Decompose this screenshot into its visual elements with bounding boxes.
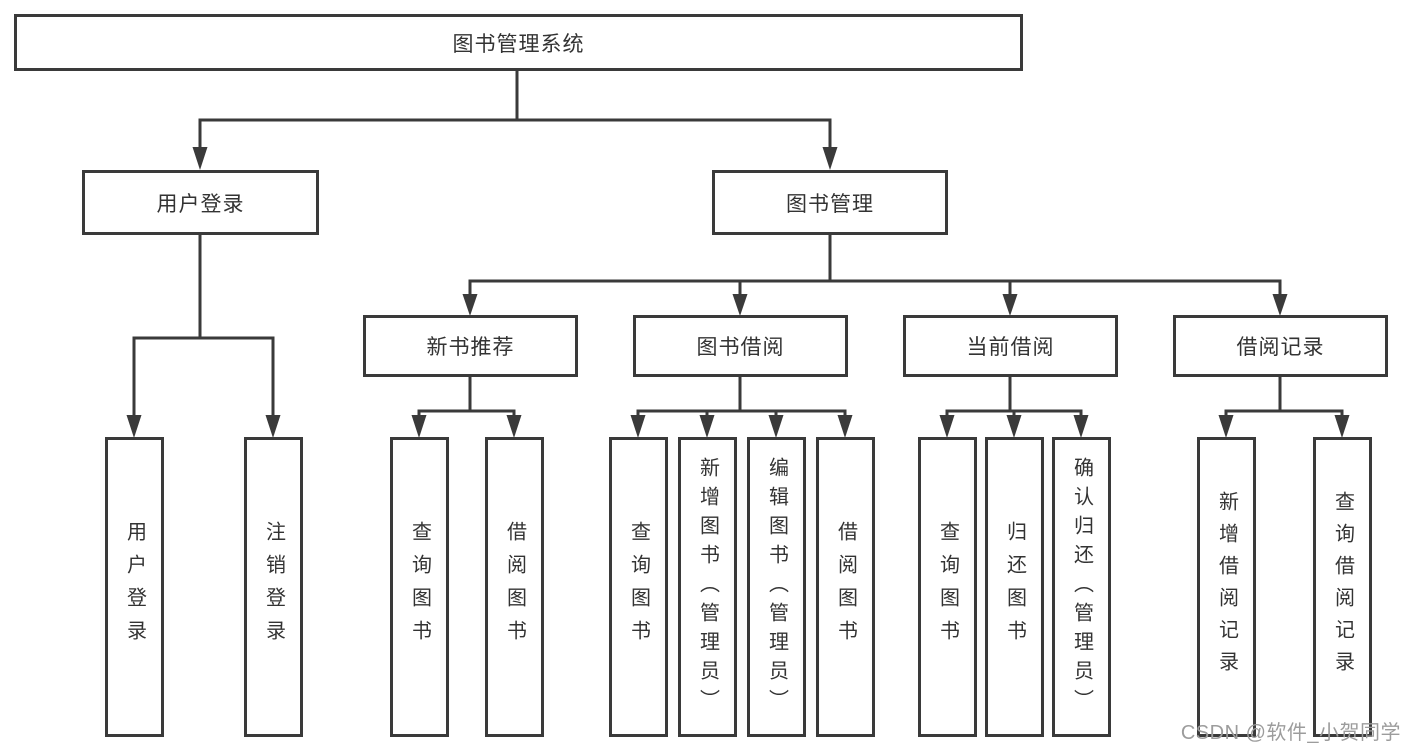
leaf-label: 查询图书 bbox=[408, 521, 431, 653]
arrow-head bbox=[1006, 415, 1022, 438]
arrow-head bbox=[192, 147, 208, 170]
node-label: 图书管理 bbox=[786, 192, 874, 216]
leaf-label: 归还图书 bbox=[1003, 521, 1026, 653]
node-book-management: 图书管理 bbox=[712, 170, 948, 235]
leaf-label: 新增图书（管理员） bbox=[696, 456, 719, 718]
arrowheads-group bbox=[126, 147, 1350, 438]
leaf-query-book: 查询图书 bbox=[390, 437, 449, 737]
node-library-management-system: 图书管理系统 bbox=[14, 14, 1023, 71]
leaf-label: 查询图书 bbox=[627, 521, 650, 653]
arrow-head bbox=[630, 415, 646, 438]
node-book-borrowing: 图书借阅 bbox=[633, 315, 848, 377]
arrow-head bbox=[411, 415, 427, 438]
node-user-login: 用户登录 bbox=[82, 170, 319, 235]
node-label: 图书管理系统 bbox=[452, 32, 585, 56]
leaf-label: 注销登录 bbox=[262, 521, 285, 653]
arrow-head bbox=[265, 415, 281, 438]
leaf-label: 借阅图书 bbox=[503, 521, 526, 653]
leaf-edit-book-admin: 编辑图书（管理员） bbox=[747, 437, 806, 737]
arrow-head bbox=[939, 415, 955, 438]
node-label: 用户登录 bbox=[156, 192, 245, 216]
node-current-borrowing: 当前借阅 bbox=[903, 315, 1118, 377]
node-label: 新书推荐 bbox=[426, 336, 515, 359]
leaf-label: 用户登录 bbox=[123, 521, 146, 653]
arrow-head bbox=[462, 294, 478, 316]
arrow-head bbox=[837, 415, 853, 438]
leaf-label: 确认归还（管理员） bbox=[1070, 456, 1093, 718]
node-borrow-records: 借阅记录 bbox=[1173, 315, 1388, 377]
node-label: 借阅记录 bbox=[1236, 336, 1325, 359]
leaf-confirm-return-admin: 确认归还（管理员） bbox=[1052, 437, 1111, 737]
leaf-return-book: 归还图书 bbox=[985, 437, 1044, 737]
leaf-borrow-book: 借阅图书 bbox=[485, 437, 544, 737]
leaf-user-login: 用户登录 bbox=[105, 437, 164, 737]
arrow-head bbox=[506, 415, 522, 438]
leaf-query-book: 查询图书 bbox=[609, 437, 668, 737]
leaf-query-book: 查询图书 bbox=[918, 437, 977, 737]
node-new-book-recommendation: 新书推荐 bbox=[363, 315, 578, 377]
arrow-head bbox=[1218, 415, 1234, 438]
arrow-head bbox=[732, 294, 748, 316]
node-label: 图书借阅 bbox=[696, 336, 785, 359]
arrow-head bbox=[822, 147, 838, 170]
node-label: 当前借阅 bbox=[966, 336, 1055, 359]
arrow-head bbox=[1002, 294, 1018, 316]
leaf-query-borrow-record: 查询借阅记录 bbox=[1313, 437, 1372, 737]
arrow-head bbox=[768, 415, 784, 438]
leaf-label: 查询借阅记录 bbox=[1331, 491, 1354, 683]
leaf-borrow-book: 借阅图书 bbox=[816, 437, 875, 737]
leaf-label: 编辑图书（管理员） bbox=[765, 456, 788, 718]
leaf-add-borrow-record: 新增借阅记录 bbox=[1197, 437, 1256, 737]
arrow-head bbox=[126, 415, 142, 438]
leaf-add-book-admin: 新增图书（管理员） bbox=[678, 437, 737, 737]
arrow-head bbox=[1073, 415, 1089, 438]
connector bbox=[417, 411, 1344, 418]
csdn-watermark: CSDN @软件_小贺同学 bbox=[1180, 722, 1401, 744]
leaf-label: 借阅图书 bbox=[834, 521, 857, 653]
leaf-label: 查询图书 bbox=[936, 521, 959, 653]
connector-group bbox=[132, 70, 1344, 418]
arrow-head bbox=[1272, 294, 1288, 316]
arrow-head bbox=[1334, 415, 1350, 438]
leaf-label: 新增借阅记录 bbox=[1215, 491, 1238, 683]
arrow-head bbox=[699, 415, 715, 438]
leaf-logout: 注销登录 bbox=[244, 437, 303, 737]
